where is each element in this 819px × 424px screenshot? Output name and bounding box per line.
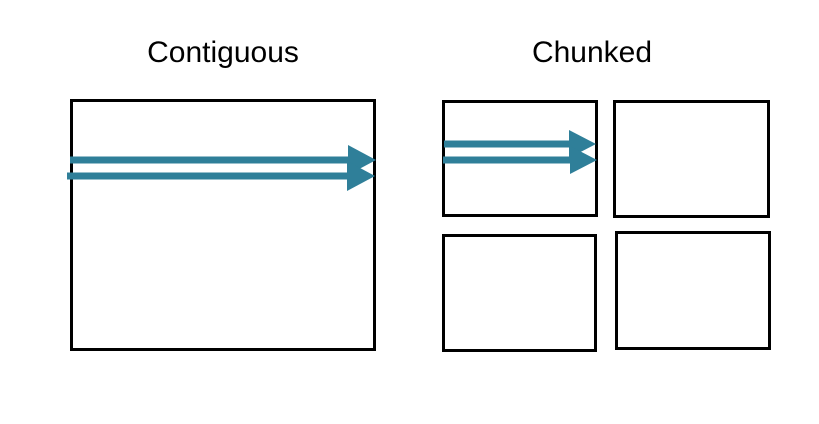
chunk-block-3 xyxy=(442,234,597,352)
chunk-block-2 xyxy=(613,100,770,218)
chunk-block-1 xyxy=(442,100,598,217)
contiguous-block xyxy=(70,99,376,351)
chunk-block-4 xyxy=(615,231,771,350)
chunked-panel-title: Chunked xyxy=(531,36,653,69)
contiguous-panel-title: Contiguous xyxy=(147,36,299,69)
